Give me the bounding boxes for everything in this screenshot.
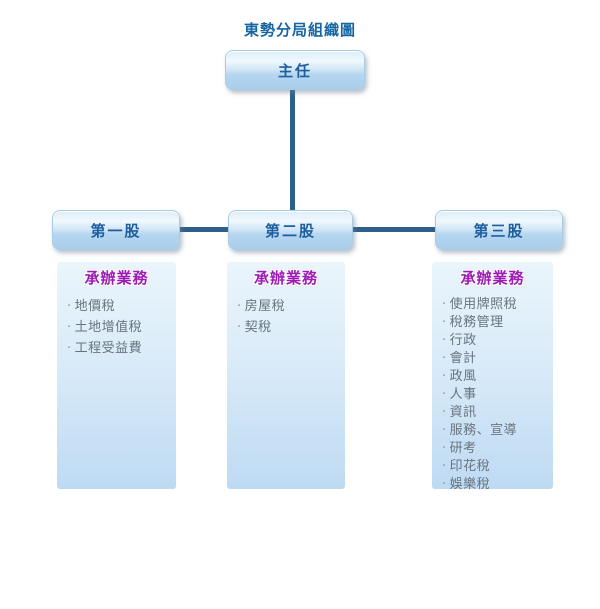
bullet-glyph: · <box>442 405 447 420</box>
section-label-2: 第二股 <box>264 221 316 240</box>
list-item: ·研考 <box>442 440 549 458</box>
list-item-label: 使用牌照稅 <box>449 297 518 312</box>
list-item-label: 娛樂稅 <box>449 477 491 492</box>
section-label-1: 第一股 <box>90 221 142 240</box>
list-item-label: 地價稅 <box>74 299 116 314</box>
duties-badge-3: 承辦業務 <box>460 269 525 287</box>
bullet-glyph: · <box>442 369 447 384</box>
list-item: ·使用牌照稅 <box>442 296 549 314</box>
bullet-glyph: · <box>237 320 242 335</box>
list-item-label: 服務、宣導 <box>449 423 518 438</box>
list-item: ·工程受益費 <box>67 338 172 359</box>
bullet-glyph: · <box>442 351 447 366</box>
bullet-glyph: · <box>442 423 447 438</box>
section-box-3: 第三股 <box>435 210 563 250</box>
duties-badge-1: 承辦業務 <box>84 269 149 287</box>
list-item: ·行政 <box>442 332 549 350</box>
section-label-3: 第三股 <box>473 221 525 240</box>
bullet-glyph: · <box>67 320 72 335</box>
bullet-glyph: · <box>442 459 447 474</box>
duties-panel-3: 承辦業務 ·使用牌照稅·稅務管理·行政·會計·政風·人事·資訊·服務、宣導·研考… <box>432 262 553 492</box>
list-item: ·房屋稅 <box>237 296 341 317</box>
bullet-glyph: · <box>67 299 72 314</box>
list-item: ·娛樂稅 <box>442 476 549 494</box>
list-item-label: 稅務管理 <box>449 315 504 330</box>
list-item-label: 政風 <box>449 369 477 384</box>
section-box-2: 第二股 <box>228 210 353 250</box>
list-item-label: 房屋稅 <box>244 299 286 314</box>
list-item: ·稅務管理 <box>442 314 549 332</box>
page-title: 東勢分局組織圖 <box>243 21 356 39</box>
list-item-label: 工程受益費 <box>74 341 143 356</box>
bullet-glyph: · <box>442 333 447 348</box>
bullet-glyph: · <box>237 299 242 314</box>
list-item-label: 土地增值稅 <box>74 320 143 335</box>
list-item: ·會計 <box>442 350 549 368</box>
list-item: ·政風 <box>442 368 549 386</box>
director-label: 主任 <box>277 61 312 80</box>
duties-panel-1: 承辦業務 ·地價稅·土地增值稅·工程受益費 <box>57 262 176 489</box>
list-item-label: 印花稅 <box>449 459 491 474</box>
section-box-1: 第一股 <box>52 210 180 250</box>
list-item-label: 行政 <box>449 333 477 348</box>
bullet-glyph: · <box>442 441 447 456</box>
duties-list-2: ·房屋稅·契稅 <box>227 296 345 338</box>
list-item-label: 人事 <box>449 387 477 402</box>
duties-list-1: ·地價稅·土地增值稅·工程受益費 <box>57 296 176 359</box>
duties-list-3: ·使用牌照稅·稅務管理·行政·會計·政風·人事·資訊·服務、宣導·研考·印花稅·… <box>432 296 553 494</box>
list-item-label: 契稅 <box>244 320 272 335</box>
list-item: ·人事 <box>442 386 549 404</box>
bullet-glyph: · <box>442 477 447 492</box>
list-item: ·資訊 <box>442 404 549 422</box>
list-item: ·地價稅 <box>67 296 172 317</box>
list-item-label: 會計 <box>449 351 477 366</box>
list-item: ·契稅 <box>237 317 341 338</box>
bullet-glyph: · <box>442 387 447 402</box>
bullet-glyph: · <box>67 341 72 356</box>
connector-vertical-line <box>290 88 295 218</box>
list-item: ·服務、宣導 <box>442 422 549 440</box>
bullet-glyph: · <box>442 297 447 312</box>
duties-badge-2: 承辦業務 <box>253 269 318 287</box>
duties-panel-2: 承辦業務 ·房屋稅·契稅 <box>227 262 345 489</box>
list-item-label: 研考 <box>449 441 477 456</box>
bullet-glyph: · <box>442 315 447 330</box>
list-item-label: 資訊 <box>449 405 477 420</box>
director-box: 主任 <box>225 50 365 90</box>
list-item: ·土地增值稅 <box>67 317 172 338</box>
list-item: ·印花稅 <box>442 458 549 476</box>
